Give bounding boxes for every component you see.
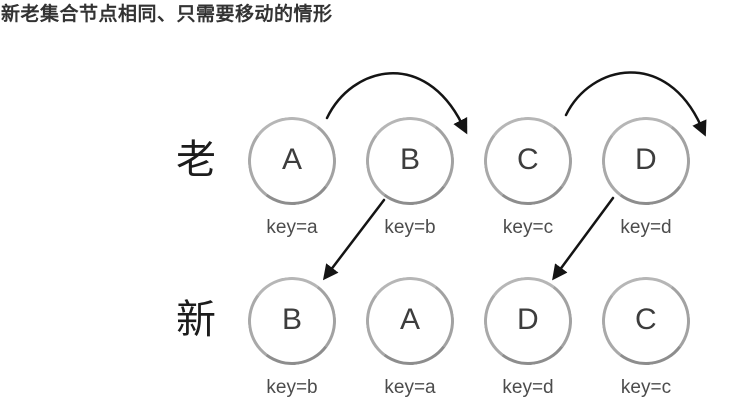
- node-circle: B: [360, 111, 460, 211]
- old-node-a: A key=a: [242, 111, 342, 241]
- node-label: A: [281, 143, 303, 177]
- node-key: key=a: [266, 217, 318, 238]
- node-key: key=d: [502, 377, 554, 398]
- node-circle: C: [478, 111, 578, 211]
- node-circle: C: [596, 271, 696, 371]
- old-node-c: C key=c: [478, 111, 578, 241]
- row-label-old: 老: [176, 138, 216, 182]
- node-key: key=c: [620, 377, 672, 398]
- node-label: C: [635, 303, 657, 337]
- row-label-new: 新: [176, 298, 216, 342]
- node-key: key=a: [384, 377, 436, 398]
- new-node-b: B key=b: [242, 271, 342, 401]
- node-circle: D: [478, 271, 578, 371]
- node-label: B: [399, 143, 421, 177]
- node-circle: D: [596, 111, 696, 211]
- node-circle: A: [242, 111, 342, 211]
- node-key: key=d: [620, 217, 672, 238]
- node-key: key=c: [502, 217, 554, 238]
- old-node-d: D key=d: [596, 111, 696, 241]
- new-node-d: D key=d: [478, 271, 578, 401]
- node-label: D: [517, 303, 539, 337]
- old-node-b: B key=b: [360, 111, 460, 241]
- node-label: A: [399, 303, 421, 337]
- new-node-c: C key=c: [596, 271, 696, 401]
- new-node-a: A key=a: [360, 271, 460, 401]
- node-label: B: [281, 303, 303, 337]
- node-circle: B: [242, 271, 342, 371]
- node-circle: A: [360, 271, 460, 371]
- node-label: C: [517, 143, 539, 177]
- diagram-title: 新老集合节点相同、只需要移动的情形: [1, 4, 333, 25]
- node-key: key=b: [266, 377, 318, 398]
- node-label: D: [635, 143, 657, 177]
- node-key: key=b: [384, 217, 436, 238]
